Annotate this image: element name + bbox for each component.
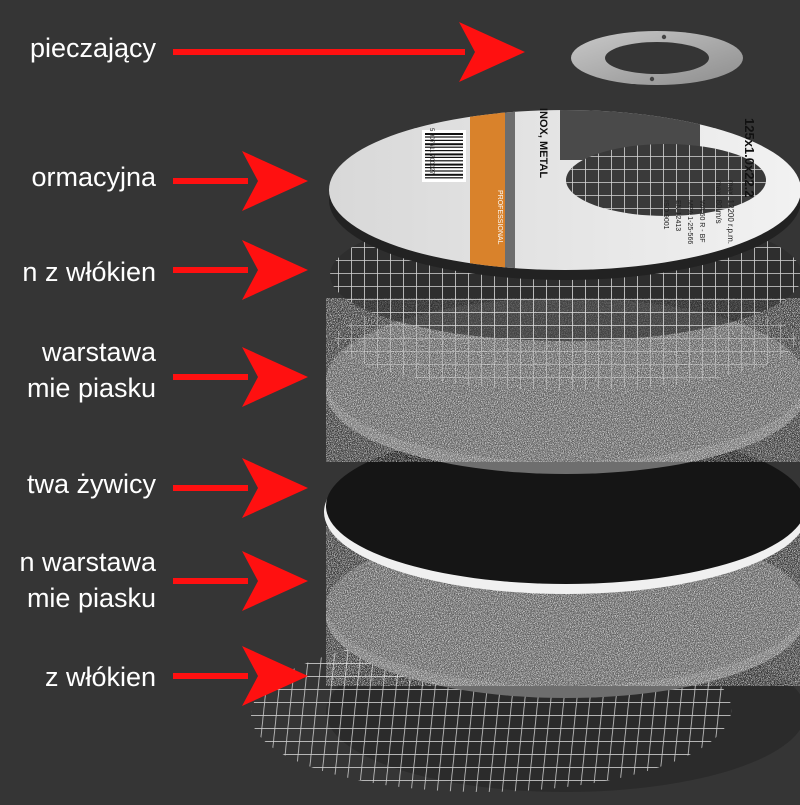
layer-label-line: n warstawa	[19, 547, 156, 577]
layer-label: ormacyjna	[0, 159, 156, 195]
resin-layer	[324, 428, 800, 594]
label-text-series: PROFESSIONAL	[496, 190, 503, 245]
layer-label-line: warstawa	[41, 337, 156, 367]
washer-marking	[661, 34, 667, 40]
pointer-arrow	[173, 646, 308, 706]
label-text-size: 125x1.0x22.2	[742, 118, 757, 198]
layer-label-line: z włókien	[44, 662, 156, 692]
pointer-arrow	[173, 22, 525, 82]
label-orange-band	[470, 110, 510, 270]
label-text-norm2: EN 12413	[674, 200, 681, 231]
layer-label: twa żywicy	[0, 466, 156, 502]
layer-label-line: ormacyjna	[31, 162, 156, 192]
layer-label-line: twa żywicy	[26, 469, 156, 499]
pointer-arrow	[173, 151, 308, 211]
layer-label-line: n z włókien	[22, 257, 156, 287]
label-barcode	[422, 130, 466, 182]
washer-marking	[649, 76, 655, 82]
pointer-arrow	[173, 240, 308, 300]
label-text-norm1: MPA 1-25-566	[686, 200, 693, 244]
layer-label-line: mie piasku	[26, 583, 156, 613]
label-text-max-rpm: max. 12200 r.p.m.	[726, 180, 735, 244]
label-text-brand: INOX, METAL	[537, 108, 549, 178]
layer-label: pieczający	[0, 30, 156, 66]
pointer-arrow	[173, 551, 308, 611]
label-text-norm3: ISO 9001	[662, 200, 669, 230]
pointer-arrow	[173, 347, 308, 407]
label-text-max-speed: max. 80 m/s	[714, 180, 723, 224]
information-label-disc: INOX, METAL 125x1.0x22.2 max. 12200 r.p.m.…	[329, 108, 800, 280]
layer-label: n z włókien	[0, 254, 156, 290]
pointer-arrow	[173, 458, 308, 518]
layer-label: n warstawa mie piasku	[0, 544, 156, 616]
layer-label-line: pieczający	[29, 33, 156, 63]
label-text-barcode-number: 5 907611 700027	[428, 128, 434, 175]
label-text-spec: WA 60 R - BF	[698, 200, 705, 243]
layer-label-line: mie piasku	[26, 373, 156, 403]
protective-washer	[571, 31, 743, 85]
layer-label: z włókien	[0, 659, 156, 695]
layer-label: warstawa mie piasku	[0, 334, 156, 406]
